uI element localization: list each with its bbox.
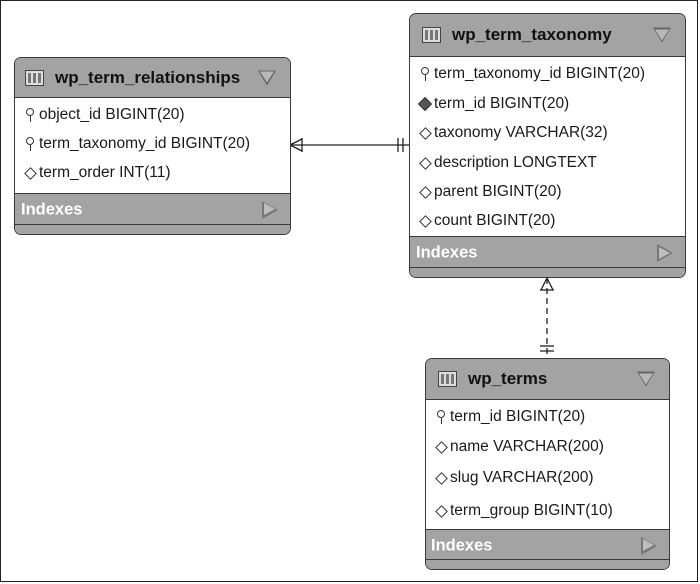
column-label: term_id BIGINT(20) (450, 408, 586, 425)
column-label: term_order INT(11) (39, 164, 171, 181)
column-diamond-icon (418, 156, 432, 170)
column-diamond-icon (434, 440, 448, 454)
column-label: slug VARCHAR(200) (450, 469, 594, 486)
column-label: taxonomy VARCHAR(32) (434, 124, 608, 141)
table-icon (438, 371, 457, 387)
column-row[interactable]: term_group BIGINT(10) (434, 497, 669, 525)
column-row[interactable]: term_taxonomy_id BIGINT(20) (418, 60, 685, 88)
expand-triangle-icon[interactable] (262, 200, 278, 219)
column-row[interactable]: term_id BIGINT(20) (434, 403, 669, 431)
relationship-line-taxonomy-terms[interactable] (540, 277, 554, 358)
entity-header[interactable]: wp_terms (426, 359, 669, 400)
indexes-bar[interactable]: Indexes (410, 236, 685, 269)
primary-key-icon (421, 67, 429, 81)
indexes-label: Indexes (431, 536, 493, 554)
indexes-bar[interactable]: Indexes (15, 193, 290, 225)
table-icon (422, 27, 441, 43)
column-row[interactable]: term_id BIGINT(20) (417, 90, 685, 118)
column-row[interactable]: count BIGINT(20) (418, 207, 685, 235)
entity-footer (426, 559, 669, 569)
entity-title: wp_term_taxonomy (452, 25, 612, 44)
entity-footer (410, 267, 685, 277)
entity-wp-term-relationships[interactable]: wp_term_relationships object_id BIGINT(2… (14, 57, 291, 235)
entity-header[interactable]: wp_term_taxonomy (410, 14, 685, 57)
primary-key-icon (26, 137, 34, 151)
column-diamond-icon (434, 471, 448, 485)
column-diamond-icon (418, 185, 432, 199)
collapse-triangle-icon[interactable] (258, 70, 276, 85)
column-label: count BIGINT(20) (434, 212, 556, 229)
indexes-label: Indexes (21, 200, 83, 218)
column-row[interactable]: name VARCHAR(200) (434, 433, 669, 461)
primary-key-icon (26, 108, 34, 122)
column-label: description LONGTEXT (434, 154, 597, 171)
column-label: object_id BIGINT(20) (39, 106, 185, 123)
column-row[interactable]: term_order INT(11) (23, 159, 290, 187)
entity-header[interactable]: wp_term_relationships (15, 58, 290, 98)
indexes-bar[interactable]: Indexes (426, 529, 669, 561)
entity-title: wp_term_relationships (55, 67, 241, 87)
column-row[interactable]: object_id BIGINT(20) (23, 101, 290, 129)
expand-triangle-icon[interactable] (641, 536, 657, 555)
foreign-key-diamond-icon (417, 96, 433, 112)
column-row[interactable]: description LONGTEXT (418, 149, 685, 177)
expand-triangle-icon[interactable] (657, 244, 673, 262)
table-icon (25, 69, 44, 86)
primary-key-icon (437, 410, 445, 424)
column-label: parent BIGINT(20) (434, 183, 562, 200)
column-diamond-icon (23, 166, 37, 180)
entity-wp-terms[interactable]: wp_terms term_id BIGINT(20) name VARCHAR… (425, 358, 670, 570)
column-row[interactable]: taxonomy VARCHAR(32) (418, 119, 685, 147)
relationship-line-relationships-taxonomy[interactable] (289, 138, 410, 152)
column-label: term_taxonomy_id BIGINT(20) (434, 65, 646, 82)
column-row[interactable]: term_taxonomy_id BIGINT(20) (23, 130, 290, 158)
column-label: name VARCHAR(200) (450, 438, 604, 455)
column-label: term_group BIGINT(10) (450, 502, 613, 519)
column-row[interactable]: slug VARCHAR(200) (434, 464, 669, 492)
indexes-label: Indexes (416, 243, 478, 262)
column-diamond-icon (418, 214, 432, 228)
column-diamond-icon (418, 126, 432, 140)
entity-title: wp_terms (468, 369, 548, 388)
collapse-triangle-icon[interactable] (637, 371, 655, 387)
column-row[interactable]: parent BIGINT(20) (418, 178, 685, 206)
column-diamond-icon (434, 504, 448, 518)
column-label: term_taxonomy_id BIGINT(20) (39, 135, 251, 152)
column-label: term_id BIGINT(20) (434, 95, 570, 112)
entity-footer (15, 224, 290, 234)
collapse-triangle-icon[interactable] (653, 27, 671, 43)
entity-wp-term-taxonomy[interactable]: wp_term_taxonomy term_taxonomy_id BIGINT… (409, 13, 686, 278)
